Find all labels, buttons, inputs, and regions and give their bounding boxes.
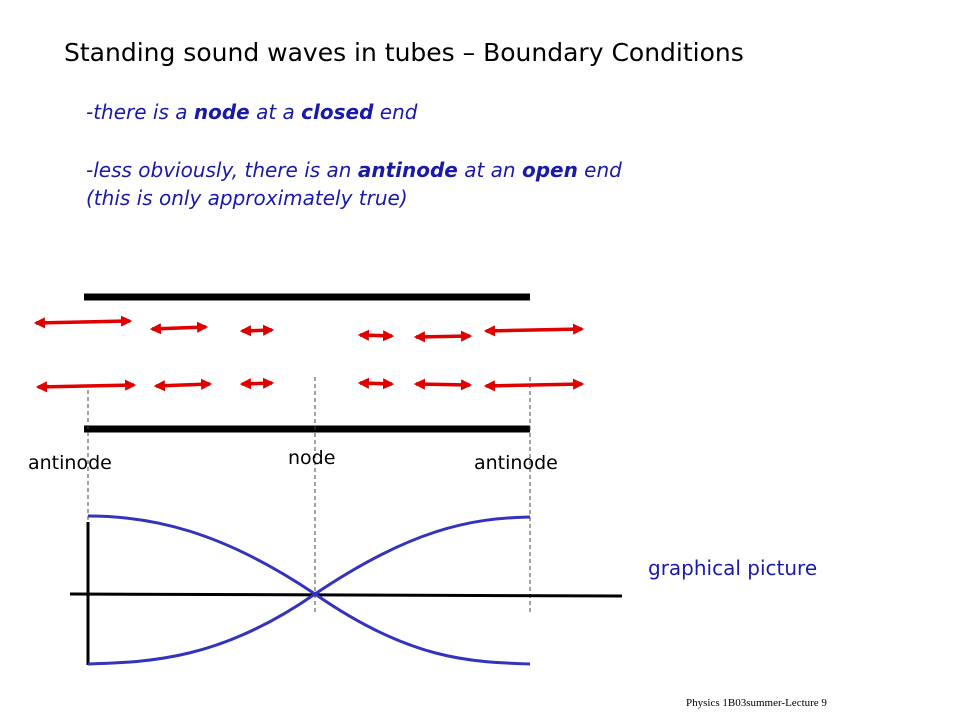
emphasis-closed: closed: [301, 100, 374, 124]
displacement-arrow: [483, 378, 585, 392]
displacement-arrow: [35, 379, 137, 393]
emphasis-antinode: antinode: [357, 158, 458, 182]
graph-caption: graphical picture: [648, 556, 818, 580]
bullet-closed-end: -there is a node at a closed end: [86, 100, 418, 124]
displacement-arrow: [239, 377, 275, 390]
emphasis-node: node: [193, 100, 250, 124]
emphasis-open: open: [521, 158, 578, 182]
displacement-arrow: [33, 315, 133, 329]
arrow-row-bottom: [35, 377, 585, 393]
label-antinode-left: antinode: [28, 452, 112, 474]
graph-horizontal-axis: [69, 592, 623, 598]
displacement-arrow: [357, 377, 395, 390]
displacement-arrow: [357, 329, 395, 342]
label-node: node: [288, 447, 336, 469]
displacement-arrow: [149, 321, 209, 335]
bullet-open-end: -less obviously, there is an antinode at…: [86, 158, 622, 182]
displacement-arrow: [413, 330, 473, 343]
displacement-arrow: [483, 323, 585, 337]
displacement-arrow: [239, 324, 275, 337]
bullet-note: (this is only approximately true): [86, 186, 408, 210]
slide-title: Standing sound waves in tubes – Boundary…: [64, 38, 744, 67]
bullet-list: -there is a node at a closed end -less o…: [86, 98, 622, 212]
displacement-arrow: [413, 378, 473, 391]
arrow-row-top: [33, 315, 585, 343]
displacement-curve-lower: [87, 592, 531, 666]
displacement-curve-upper: [87, 514, 531, 596]
label-antinode-right: antinode: [474, 452, 558, 474]
slide-footer: Physics 1B03summer-Lecture 9: [686, 697, 827, 709]
displacement-arrow: [153, 378, 213, 392]
